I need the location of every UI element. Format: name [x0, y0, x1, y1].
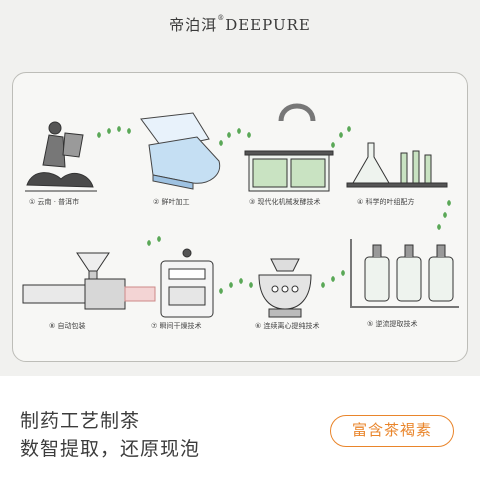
tea-picker-illustration [25, 121, 97, 192]
step-label-2: ② 鲜叶加工 [153, 198, 190, 206]
brand-logo: 帝泊洱®DEEPURE [0, 14, 480, 35]
process-diagram-panel: ① 云南 · 普洱市 ② 鲜叶加工 ③ 现代化机械发酵技术 ④ 科学的叶组配方 … [12, 72, 468, 362]
brand-latin: DEEPURE [225, 16, 311, 34]
leaf-trail-3-4 [331, 126, 351, 148]
leaf-trail-6-7 [219, 278, 253, 294]
packaging-illustration [22, 252, 156, 310]
leaf-trail-7-8 [147, 236, 161, 246]
brand-name: 帝泊洱 [169, 16, 218, 34]
step-label-7: ⑦ 瞬间干燥技术 [151, 322, 202, 330]
step-label-5: ⑤ 逆流提取技术 [367, 320, 418, 328]
dryer-illustration [160, 248, 214, 318]
lab-glassware-illustration [346, 142, 448, 188]
step-label-6: ⑥ 连续离心提纯技术 [255, 322, 320, 330]
leaf-trail-5-6 [321, 270, 345, 288]
headline-line-1: 制药工艺制茶 [20, 410, 141, 432]
leaf-trail-1-2 [97, 126, 131, 138]
headline-line-2: 数智提取，还原现泡 [20, 438, 201, 460]
extraction-tanks-illustration [350, 239, 459, 308]
leaf-trail-2-3 [219, 128, 251, 146]
step-label-8: ⑧ 自动包装 [49, 322, 86, 330]
registered-mark: ® [217, 14, 226, 22]
bottom-caption-area: 制药工艺制茶 数智提取，还原现泡 富含茶褐素 [0, 376, 480, 480]
step-label-3: ③ 现代化机械发酵技术 [249, 198, 321, 206]
step-label-4: ④ 科学的叶组配方 [357, 198, 415, 206]
fermenter-illustration [244, 103, 334, 192]
process-flow-graphic [22, 103, 459, 318]
leaf-trail-4-5 [437, 200, 451, 230]
leaf-processor-illustration [140, 112, 221, 190]
step-label-1: ① 云南 · 普洱市 [29, 198, 80, 206]
feature-badge: 富含茶褐素 [330, 415, 454, 447]
centrifuge-illustration [258, 258, 312, 318]
